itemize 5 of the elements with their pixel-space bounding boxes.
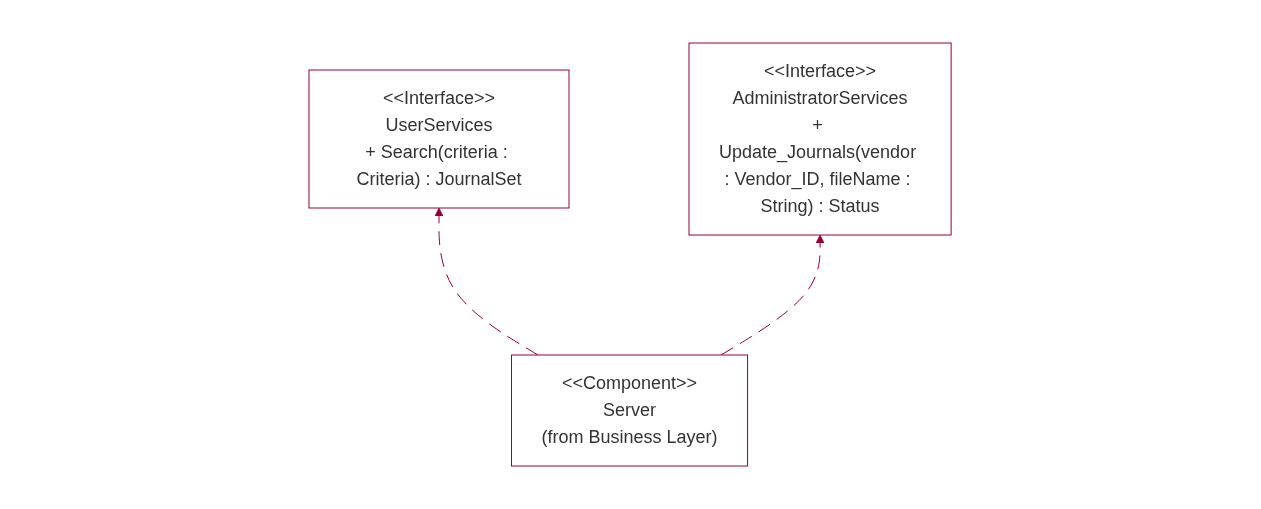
arrow — [721, 234, 825, 356]
node-box: <<Component>> Server (from Business Layer) — [511, 354, 749, 467]
node-box: <<Interface>> AdministratorServices + Update_Journals(vendor : Vendor_ID, fileName : String) : Status — [688, 42, 953, 236]
arrow — [435, 207, 539, 356]
node-box: <<Interface>> UserServices + Search(criteria : Criteria) : JournalSet — [308, 69, 570, 209]
